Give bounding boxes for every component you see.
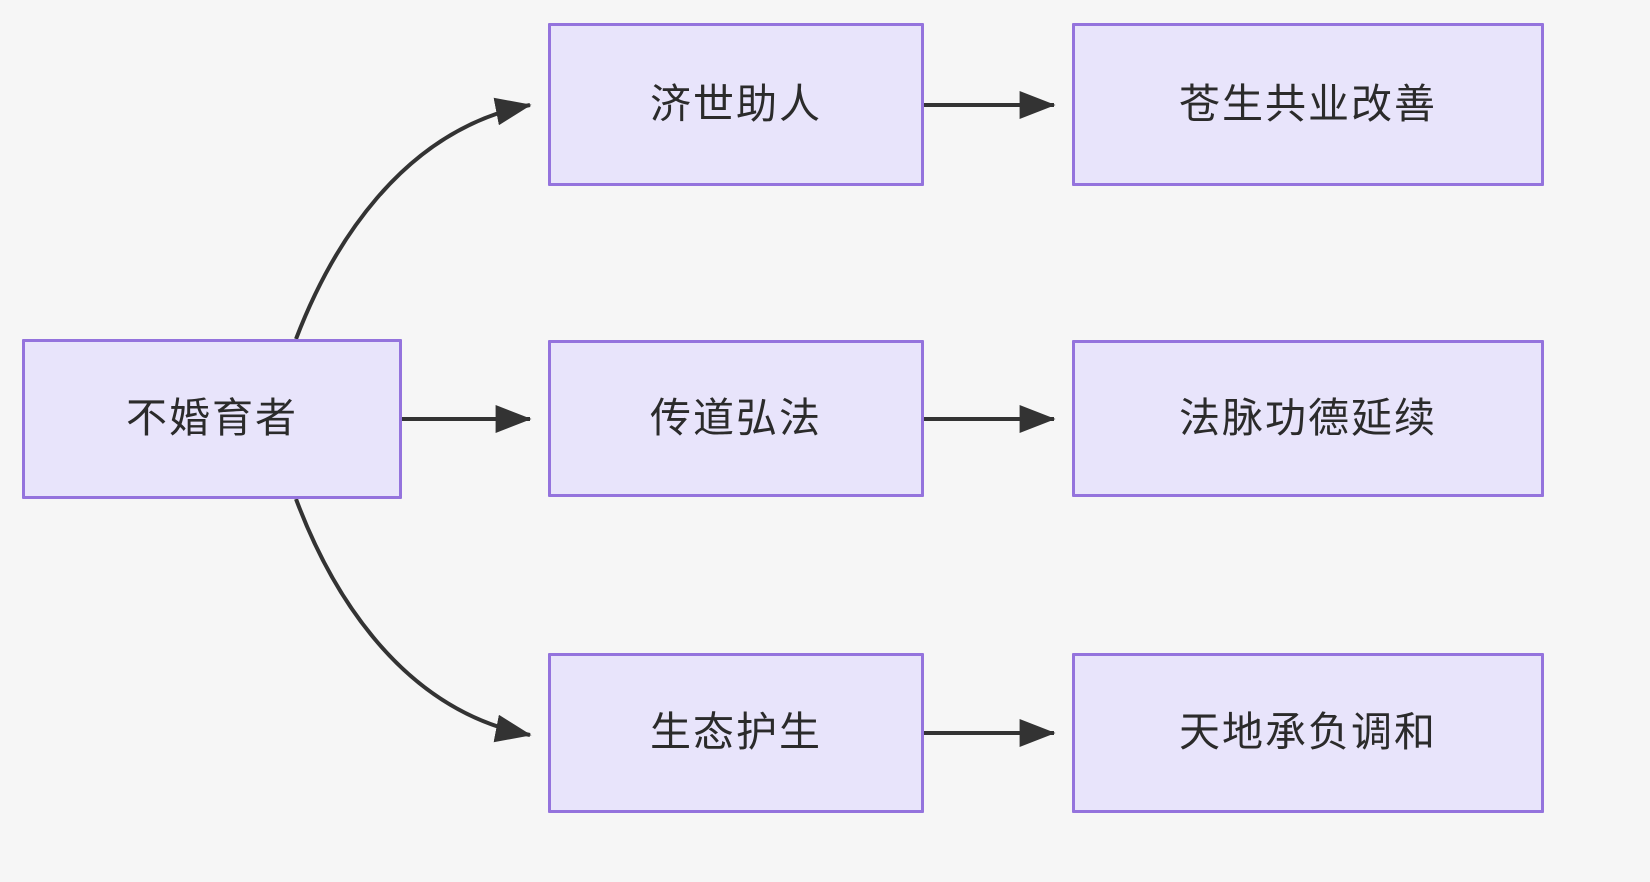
node-out-3[interactable]: 天地承负调和 <box>1072 653 1544 813</box>
node-mid-2-label: 传道弘法 <box>650 394 822 441</box>
node-mid-2[interactable]: 传道弘法 <box>548 340 924 497</box>
node-root-label: 不婚育者 <box>126 395 298 442</box>
node-mid-3-label: 生态护生 <box>650 709 822 756</box>
node-out-2-label: 法脉功德延续 <box>1179 394 1437 441</box>
node-out-1-label: 苍生共业改善 <box>1179 80 1437 127</box>
node-mid-1-label: 济世助人 <box>650 80 822 127</box>
node-mid-3[interactable]: 生态护生 <box>548 653 924 813</box>
node-mid-1[interactable]: 济世助人 <box>548 23 924 186</box>
node-root[interactable]: 不婚育者 <box>22 339 402 499</box>
edge-root-to-mid-3 <box>294 498 532 743</box>
node-out-1[interactable]: 苍生共业改善 <box>1072 23 1544 186</box>
node-out-3-label: 天地承负调和 <box>1179 709 1437 756</box>
edge-root-to-mid-1 <box>294 97 532 340</box>
node-out-2[interactable]: 法脉功德延续 <box>1072 340 1544 497</box>
